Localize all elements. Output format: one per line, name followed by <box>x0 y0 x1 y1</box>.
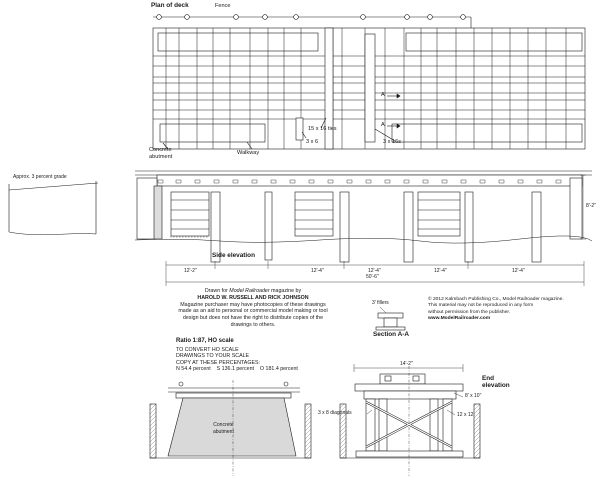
post-3x6-label: 3 x 6 <box>306 139 319 145</box>
credit-prefix: Drawn for <box>204 288 230 294</box>
height-dim: 8'-2" <box>586 203 596 209</box>
side-elevation <box>134 170 593 286</box>
fillers-label: 3' fillers <box>372 300 389 306</box>
end-abutment-label: Concrete abutment <box>213 422 234 435</box>
scale-ratio: Ratio 1:87, HO scale <box>176 338 234 344</box>
copyright-text: © 2012 Kalmbach Publishing Co., Model Ra… <box>428 297 564 315</box>
scale-percentages: N 54.4 percent S 136.1 percent O 181.4 p… <box>176 366 298 373</box>
span-2-dim: 12'-4" <box>311 268 324 274</box>
end-elevation <box>339 364 481 476</box>
credit-body: Magazine purchaser may have photocopies … <box>178 301 328 328</box>
section-mark-top: A <box>381 92 385 98</box>
end-elevation-title: End elevation <box>482 375 510 389</box>
fence-label: Fence <box>215 3 231 9</box>
scale-block: Ratio 1:87, HO scale TO CONVERT HO SCALE… <box>176 338 336 373</box>
plan-title: Plan of deck <box>151 2 189 9</box>
span-1-dim: 12'-2" <box>184 268 197 274</box>
span-5-dim: 12'-4" <box>512 268 525 274</box>
credit-authors: HAROLD W. RUSSELL AND RICK JOHNSON <box>197 294 309 301</box>
grade-diagram <box>8 181 99 235</box>
post-3x16-label: 3 x 16s <box>383 139 402 145</box>
post-12x12-label: 12 x 12 <box>457 412 474 418</box>
end-width-dim: 14'-2" <box>400 361 413 367</box>
section-aa <box>375 306 406 331</box>
credit-magazine: Model Railroader <box>229 288 270 294</box>
span-3-dim: 12'-4" <box>368 268 381 274</box>
section-mark-bottom: A <box>381 122 385 128</box>
side-elevation-title: Side elevation <box>212 252 255 259</box>
section-title: Section A-A <box>373 331 409 338</box>
cap-label: 8' x 10" <box>465 393 482 399</box>
plan-of-deck <box>152 14 586 150</box>
copyright-url: www.ModelRailroader.com <box>428 315 491 321</box>
copyright-block: © 2012 Kalmbach Publishing Co., Model Ra… <box>428 297 598 322</box>
diagonals-label: 3 x 8 diagonals <box>318 410 352 416</box>
plan-abutment-label: Concrete abutment <box>149 147 173 160</box>
ties-label: 15 x 16 ties <box>308 126 337 132</box>
walkway-label: Walkway <box>237 150 260 156</box>
span-4-dim: 12'-4" <box>434 268 447 274</box>
scale-convert: TO CONVERT HO SCALE DRAWINGS TO YOUR SCA… <box>176 346 260 366</box>
abutment-end-view <box>149 380 312 476</box>
total-length-dim: 50'-6" <box>366 274 379 280</box>
credit-block: Drawn for Model Railroader magazine by H… <box>176 288 330 329</box>
grade-label: Approx. 3 percent grade <box>13 174 67 180</box>
credit-suffix: magazine by <box>269 288 302 294</box>
